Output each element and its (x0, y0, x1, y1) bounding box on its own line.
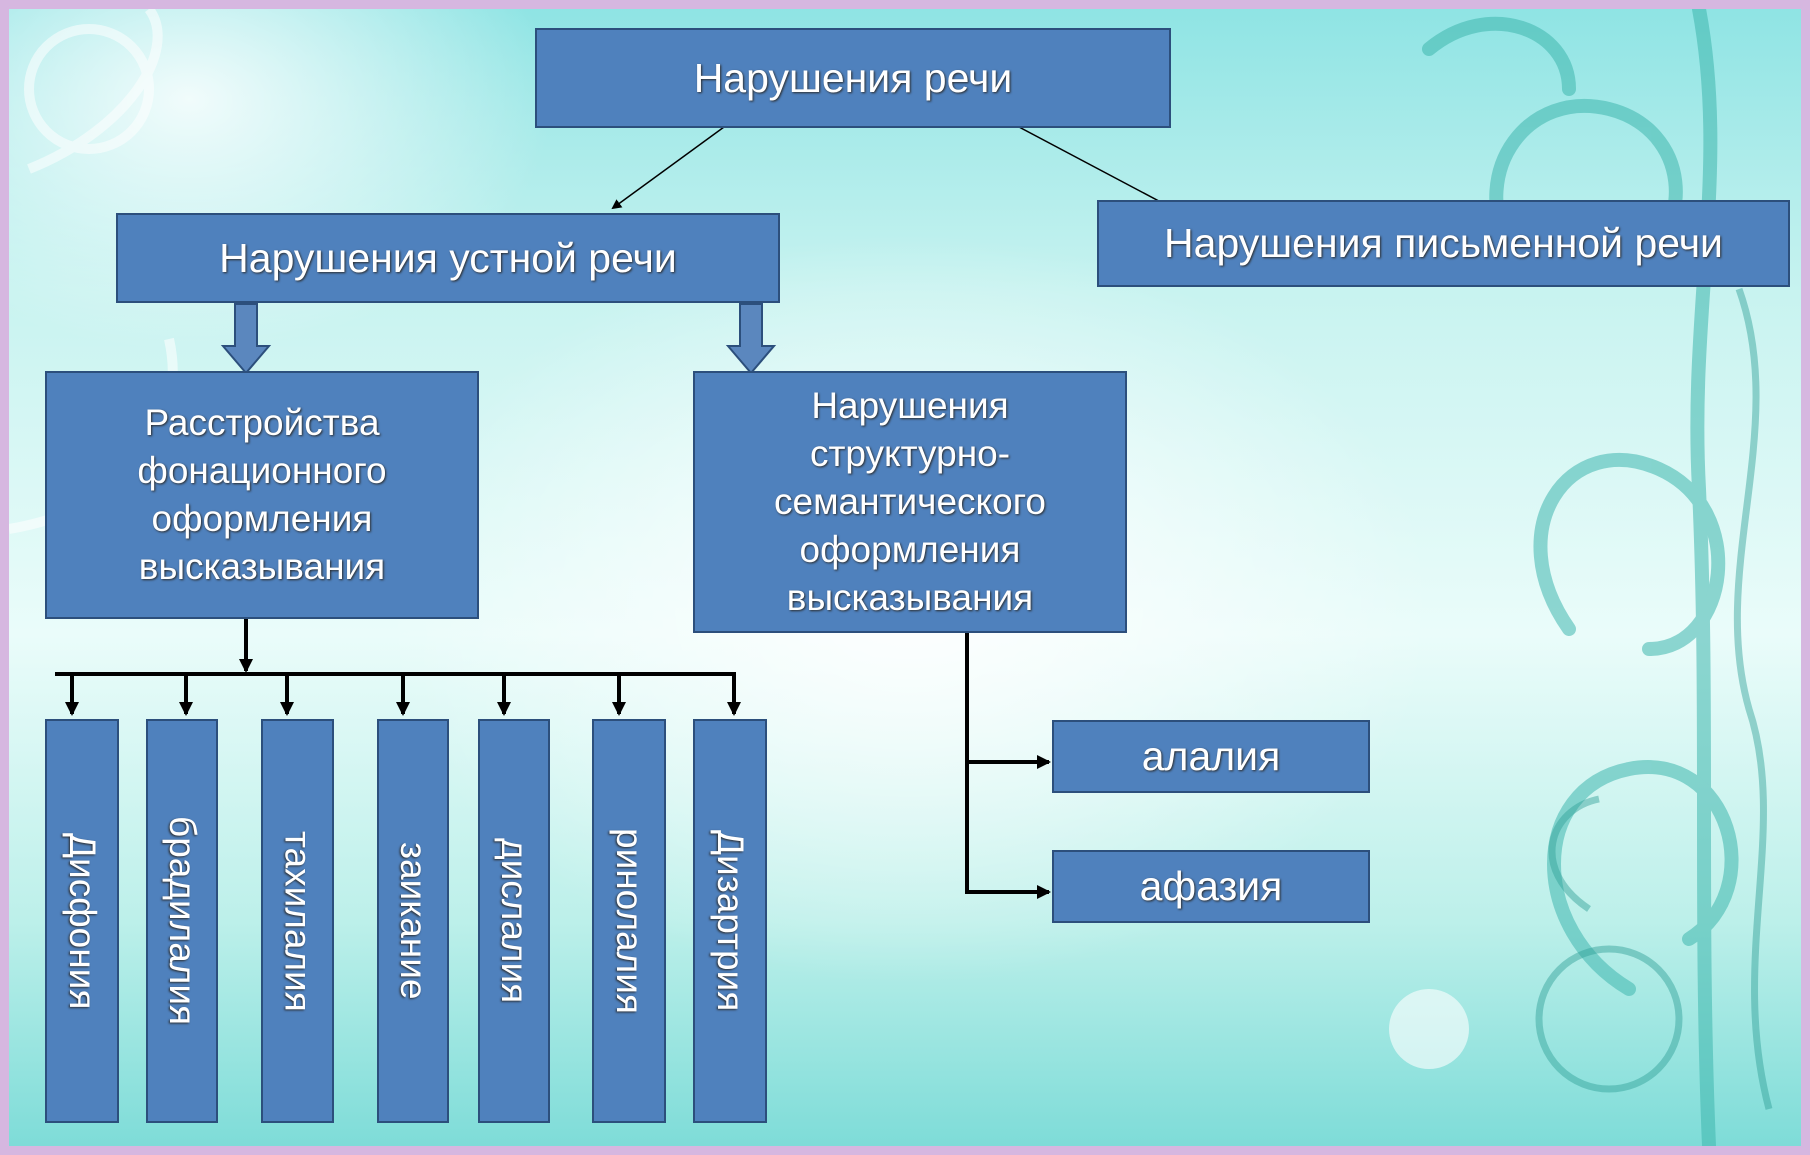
item-aphasia-label: афазия (1139, 863, 1283, 909)
node-written-speech-disorders: Нарушения письменной речи (1097, 200, 1790, 287)
item-dysarthria-label: Дизартрия (710, 830, 751, 1012)
item-dyslalia-label: дислалия (494, 838, 535, 1004)
item-tachylalia-label: тахилалия (277, 830, 319, 1012)
node-phonation-disorders: Расстройства фонационного оформления выс… (45, 371, 479, 619)
node-phonation-disorders-label: Расстройства фонационного оформления выс… (137, 402, 387, 587)
slide: Нарушения речи Нарушения устной речи Нар… (9, 9, 1801, 1146)
node-speech-disorders: Нарушения речи (535, 28, 1171, 128)
item-dysphonia: Дисфония (45, 719, 119, 1123)
item-dysphonia-label: Дисфония (62, 832, 103, 1010)
item-stuttering-label: заикание (393, 842, 434, 1000)
item-alalia: алалия (1052, 720, 1370, 793)
item-aphasia: афазия (1052, 850, 1370, 923)
item-tachylalia: тахилалия (261, 719, 334, 1123)
node-speech-disorders-label: Нарушения речи (693, 54, 1013, 101)
node-structural-semantic-disorders-label: Нарушения структурно-семантического офор… (774, 385, 1046, 618)
item-stuttering: заикание (377, 719, 449, 1123)
item-rhinolalia: ринолалия (592, 719, 666, 1123)
item-rhinolalia-label: ринолалия (609, 828, 650, 1014)
item-dyslalia: дислалия (478, 719, 550, 1123)
node-structural-semantic-disorders: Нарушения структурно-семантического офор… (693, 371, 1127, 633)
item-bradylalia-label: брадилалия (162, 816, 203, 1026)
node-written-speech-disorders-label: Нарушения письменной речи (1164, 220, 1723, 266)
item-alalia-label: алалия (1141, 733, 1281, 779)
node-oral-speech-disorders-label: Нарушения устной речи (219, 234, 677, 281)
item-dysarthria: Дизартрия (693, 719, 767, 1123)
item-bradylalia: брадилалия (146, 719, 218, 1123)
node-oral-speech-disorders: Нарушения устной речи (116, 213, 780, 303)
